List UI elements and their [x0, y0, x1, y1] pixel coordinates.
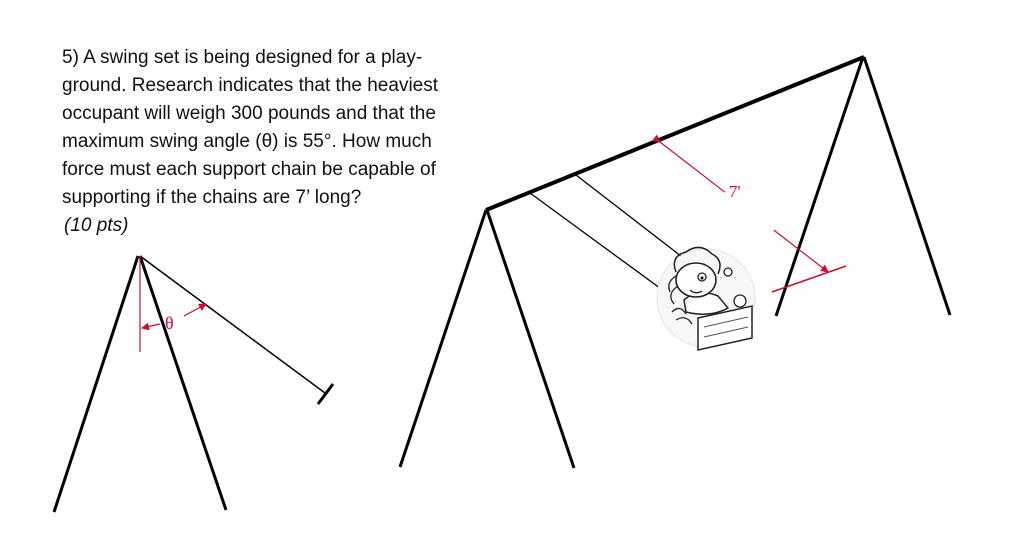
swing-chain-front [529, 192, 669, 295]
length-extension-line [771, 265, 847, 293]
side-view-a-frame [52, 255, 228, 513]
side-view-seat [316, 383, 335, 405]
problem-line-4: maximum swing angle (θ) is 55°. How much [62, 131, 432, 152]
problem-line-6: supporting if the chains are 7’ long? [62, 187, 362, 208]
problem-line-2: ground. Research indicates that the heav… [62, 75, 439, 96]
top-beam [485, 55, 865, 212]
problem-line-3: occupant will weigh 300 pounds and that … [62, 103, 436, 124]
length-label: 7' [729, 182, 741, 201]
child-on-swing-icon [656, 246, 756, 351]
front-a-frame [398, 209, 576, 469]
problem-line-5: force must each support chain be capable… [62, 159, 436, 180]
problem-statement: 5) A swing set is being designed for a p… [62, 44, 502, 240]
length-dimension-line [652, 134, 829, 273]
angle-arrow-left [141, 322, 161, 331]
side-view-chain [139, 255, 326, 394]
back-a-frame [774, 56, 952, 317]
angle-arrow-right [183, 303, 207, 317]
points-label: (10 pts) [64, 215, 129, 236]
theta-label: θ [165, 313, 174, 333]
problem-line-1: 5) A swing set is being designed for a p… [62, 47, 423, 68]
